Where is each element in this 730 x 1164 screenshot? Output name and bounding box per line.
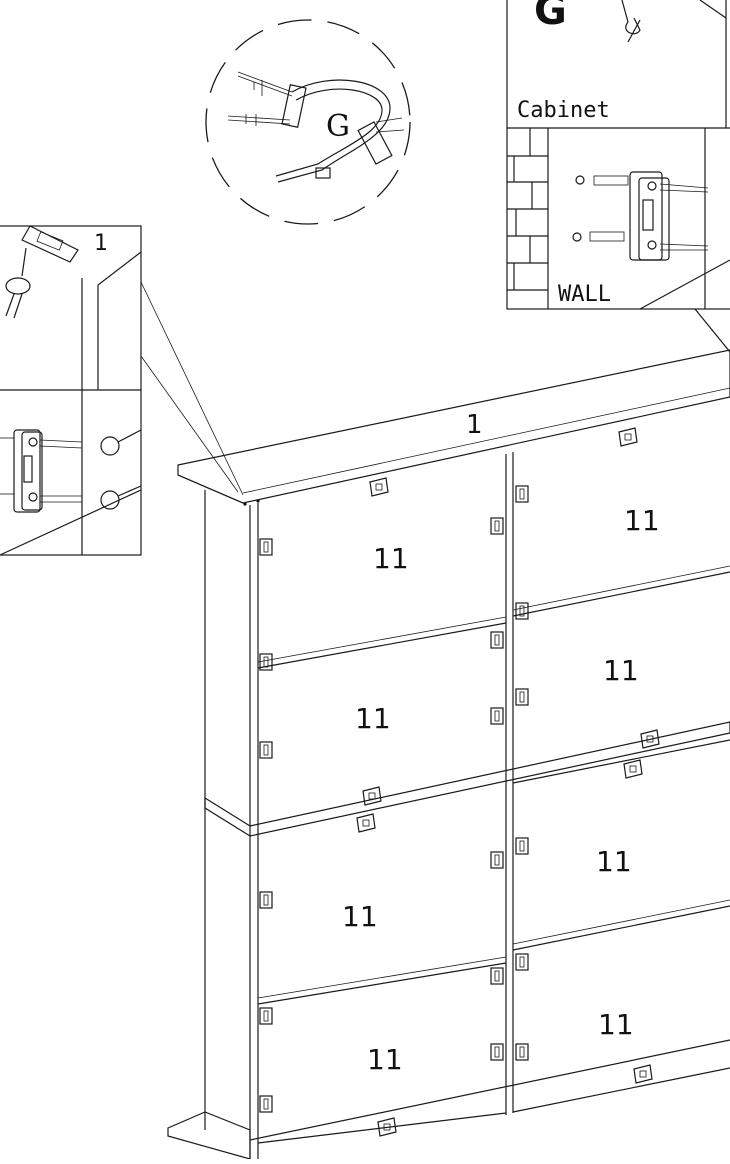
- flat-bracket: [633, 1064, 653, 1084]
- detail-wall-mount: G Cabinet WALL: [506, 0, 730, 310]
- flat-bracket: [377, 1117, 397, 1137]
- flat-bracket: [623, 759, 643, 779]
- detail-left-mount: 1: [0, 225, 142, 556]
- flat-bracket: [618, 427, 638, 447]
- hardware-kit-g: G: [205, 19, 411, 225]
- flat-bracket: [640, 729, 660, 749]
- hinge-bracket: [515, 602, 529, 620]
- door-label-2: 11: [624, 504, 660, 537]
- hinge-bracket: [515, 1043, 529, 1061]
- hinge-bracket: [259, 891, 273, 909]
- door-label-4: 11: [603, 654, 639, 687]
- hinge-bracket: [490, 967, 504, 985]
- hinge-bracket: [259, 538, 273, 556]
- flat-bracket: [356, 813, 376, 833]
- door-label-5: 11: [342, 900, 378, 933]
- flat-bracket: [362, 786, 382, 806]
- cabinet-label: Cabinet: [517, 98, 610, 123]
- top-panel-label: 1: [466, 410, 483, 440]
- cabinet-illustration: 1 11 11 11 11 11 11 11 11: [167, 349, 730, 1160]
- hinge-bracket: [515, 485, 529, 503]
- door-label-8: 11: [598, 1008, 634, 1041]
- hinge-bracket: [515, 688, 529, 706]
- flat-bracket: [369, 477, 389, 497]
- hinge-bracket: [515, 953, 529, 971]
- hinge-bracket: [490, 517, 504, 535]
- hinge-bracket: [490, 631, 504, 649]
- hinge-bracket: [259, 741, 273, 759]
- door-label-3: 11: [355, 702, 391, 735]
- cabinet-top-panel: [177, 349, 730, 504]
- door-label-6: 11: [596, 845, 632, 878]
- hinge-bracket: [259, 653, 273, 671]
- hinge-bracket: [490, 851, 504, 869]
- hinge-bracket: [490, 1043, 504, 1061]
- door-label-7: 11: [367, 1043, 403, 1076]
- hinge-bracket: [259, 1007, 273, 1025]
- door-label-1: 11: [373, 542, 409, 575]
- detail-kit-letter: G: [534, 0, 567, 34]
- wall-label: WALL: [558, 282, 611, 307]
- hinge-bracket: [515, 837, 529, 855]
- hinge-bracket: [259, 1095, 273, 1113]
- left-detail-part-label: 1: [94, 231, 108, 256]
- hinge-bracket: [490, 707, 504, 725]
- hardware-letter: G: [326, 109, 350, 144]
